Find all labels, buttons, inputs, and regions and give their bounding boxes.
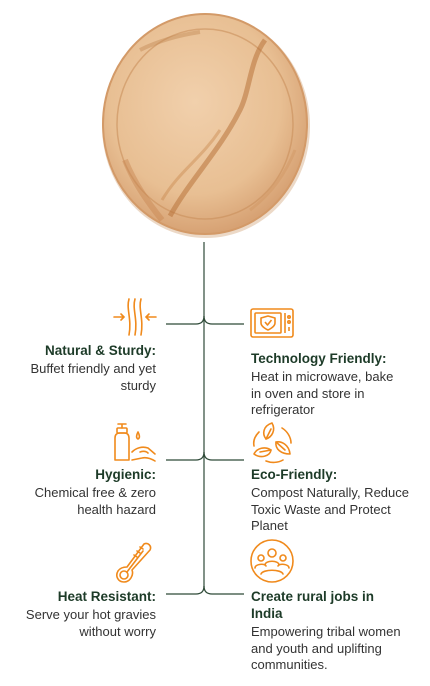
community-people-icon [249,538,295,584]
microwave-shield-icon [249,300,295,346]
feature-description: Serve your hot gravies without worry [25,607,156,639]
feature-title: Natural & Sturdy: [44,343,156,358]
thermometer-icon [112,540,158,586]
areca-leaf-plate-image [102,13,310,238]
feature-heat-resistant: Heat Resistant: Serve your hot gravies w… [0,588,156,640]
feature-eco-friendly: Eco-Friendly: Compost Naturally, Reduce … [251,466,426,535]
feature-rural-jobs: Create rural jobs in India Empowering tr… [251,588,426,674]
feature-description: Empowering tribal women and youth and up… [251,624,401,672]
feature-description: Compost Naturally, Reduce Toxic Waste an… [251,485,409,533]
feature-description: Chemical free & zero health hazard [34,485,156,517]
feature-natural-sturdy: Natural & Sturdy: Buffet friendly and ye… [0,342,156,394]
feature-title: Technology Friendly: [251,351,387,366]
feature-hygienic: Hygienic: Chemical free & zero health ha… [0,466,156,518]
feature-description: Heat in microwave, bake in oven and stor… [251,369,394,417]
feature-technology-friendly: Technology Friendly: Heat in microwave, … [251,350,426,419]
compress-arrows-icon [112,294,158,340]
feature-title: Eco-Friendly: [251,467,338,482]
feature-title: Hygienic: [95,467,156,482]
feature-title: Heat Resistant: [57,589,156,604]
feature-description: Buffet friendly and yet sturdy [30,361,156,393]
hand-wash-icon [112,420,158,466]
recycle-leaves-icon [249,420,295,466]
feature-title: Create rural jobs in India [251,589,375,621]
